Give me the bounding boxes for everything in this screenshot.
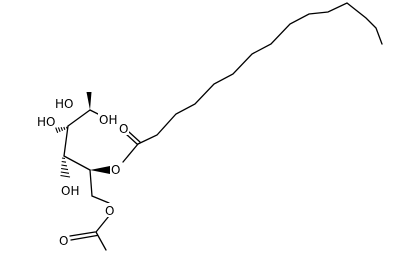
hydroxyl-label-right: OH (99, 113, 117, 127)
carbonyl-oxygen-label: O (119, 122, 128, 136)
hydroxyl-label-top: HO (55, 97, 73, 111)
palmitoyl-chain (122, 2, 383, 163)
hydroxyl-label-bottom: OH (61, 184, 79, 198)
bond-acyl-o-double-2 (70, 234, 98, 241)
alkyl-chain (137, 2, 383, 145)
wedge-c5-oh (86, 92, 92, 110)
bond-o-acyl (95, 215, 110, 233)
acetate-ester-oxygen-label: O (105, 204, 114, 218)
bond-carbonyl-o-double-2 (128, 131, 141, 143)
wedge-c2-o (90, 166, 110, 174)
bond-carbonyl-o-double-1 (125, 133, 138, 145)
bond-c1-c2 (89, 169, 93, 197)
bond-o-carbonyl (122, 143, 139, 163)
hydroxyl-label-left: HO (37, 115, 55, 129)
hash-c3-oh (60, 157, 71, 178)
bond-c1-o (91, 195, 110, 204)
ester-oxygen-label: O (111, 163, 120, 177)
hash-c4-oh (55, 126, 68, 133)
acetate-group (69, 195, 110, 251)
bond-c3-c4 (63, 125, 69, 157)
atom-labels: HO HO OH OH O O O O (36, 96, 129, 248)
bond-acyl-o-double-1 (69, 231, 96, 237)
bond-c2-c3 (63, 155, 91, 171)
stereo-bonds (55, 92, 110, 178)
bond-c4-c5 (67, 109, 91, 127)
acetate-carbonyl-oxygen-label: O (59, 234, 68, 248)
bond-acyl-methyl (95, 231, 107, 251)
